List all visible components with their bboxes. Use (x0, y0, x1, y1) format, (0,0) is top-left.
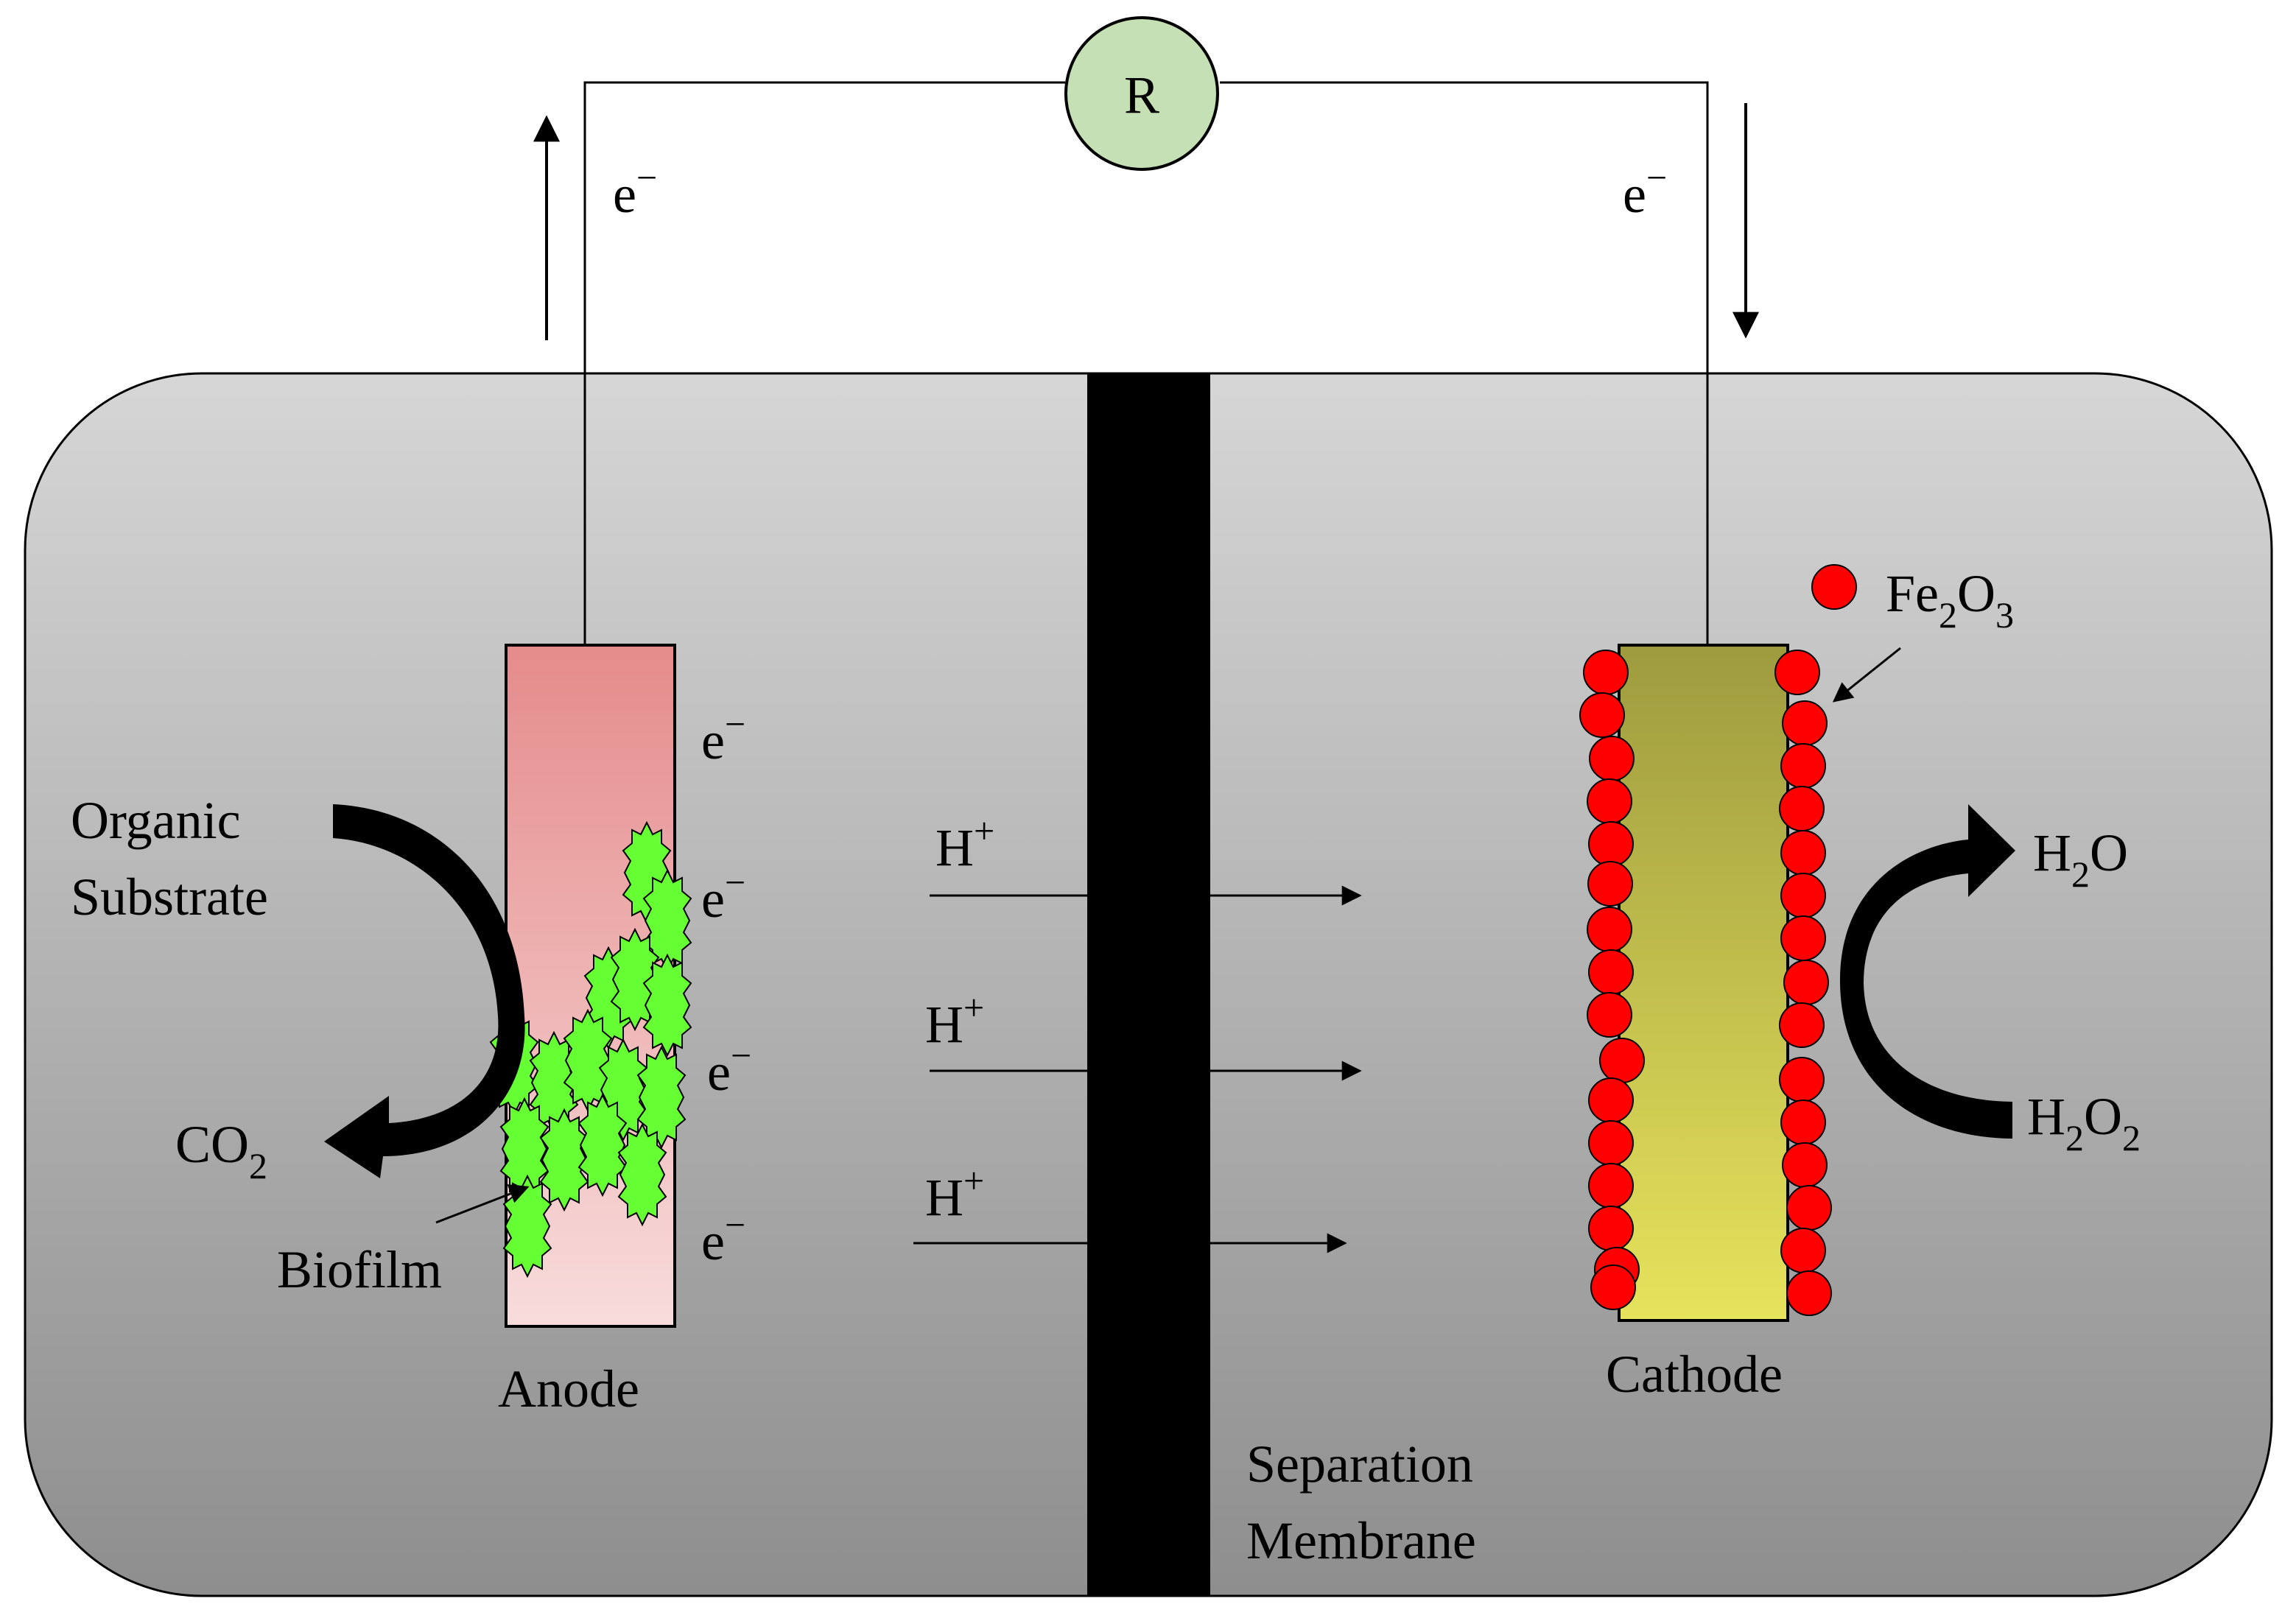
fe2o3-particle (1588, 1206, 1634, 1251)
fe2o3-particle (1587, 861, 1633, 907)
resistor-label: R (1124, 66, 1159, 124)
electron-label-anode-2: e− (701, 862, 745, 929)
fe2o3-particles (1579, 650, 1832, 1316)
electron-label-right-wire: e− (1623, 157, 1667, 224)
resistor-circle (1064, 16, 1219, 171)
h2o2-label: H2O2 (2027, 1087, 2141, 1158)
anode-electron-labels: e− e− e− e− (701, 703, 751, 1271)
fe2o3-particle (1588, 949, 1634, 995)
fe2o3-particle (1786, 1270, 1832, 1316)
cathode-electrode (1618, 644, 1789, 1322)
substrate-oxidation-arrow (324, 804, 525, 1178)
fe2o3-particle (1783, 960, 1829, 1005)
peroxide-reduction-arrow (1839, 804, 2015, 1139)
proton-label-1: H+ (935, 810, 994, 877)
cathode-label: Cathode (1606, 1345, 1783, 1404)
fe2o3-particle (1780, 1228, 1826, 1273)
fe2o3-particle (1588, 821, 1634, 867)
fe2o3-particle (1590, 1264, 1636, 1310)
h2o-label: H2O (2033, 823, 2128, 895)
fe2o3-particle (1589, 736, 1635, 781)
proton-label-3: H+ (925, 1160, 984, 1227)
fe2o3-particle (1780, 1100, 1826, 1145)
electron-label-anode-1: e− (701, 703, 745, 770)
fe2o3-particle (1774, 650, 1820, 695)
anode-wire (583, 81, 1065, 645)
fe2o3-particle (1588, 1120, 1634, 1166)
electron-label-anode-4: e− (701, 1204, 745, 1271)
fe2o3-particle (1786, 1185, 1832, 1231)
electron-label-left-wire: e− (613, 157, 657, 224)
fe2o3-particle (1588, 1163, 1634, 1209)
fe2o3-particle (1587, 992, 1632, 1038)
resistor: R (1064, 16, 1219, 171)
fe2o3-particle (1780, 915, 1826, 961)
fe2o3-particle (1779, 1057, 1825, 1102)
fe2o3-particle (1588, 1077, 1634, 1123)
biofilm-pointer (435, 1184, 530, 1224)
fe2o3-particle (1583, 650, 1629, 695)
co2-label: CO2 (175, 1115, 267, 1186)
proton-label-2: H+ (925, 987, 984, 1054)
fe2o3-particle (1587, 907, 1632, 952)
cathode-wire (1220, 81, 1709, 645)
external-circuit (583, 81, 1709, 645)
fe2o3-particle (1782, 1142, 1828, 1188)
biofilm-label: Biofilm (277, 1240, 442, 1299)
fe2o3-legend-particle (1811, 564, 1857, 610)
fe2o3-particle (1599, 1038, 1645, 1083)
fe2o3-particle (1782, 700, 1828, 746)
fe2o3-particle (1579, 692, 1625, 738)
fe2o3-particle (1779, 786, 1825, 831)
fe2o3-particle (1587, 778, 1632, 824)
fe2o3-particle (1780, 830, 1826, 876)
fe2o3-particle (1780, 873, 1826, 918)
fe2o3-particle (1779, 1002, 1825, 1048)
proton-flow (913, 885, 1362, 1253)
separation-membrane (1087, 373, 1210, 1596)
fe2o3-pointer (1832, 647, 1901, 703)
electron-label-anode-3: e− (707, 1035, 751, 1102)
anode-label: Anode (498, 1360, 639, 1418)
fe2o3-particle (1780, 743, 1826, 789)
fe2o3-label: Fe2O3 (1886, 564, 2014, 636)
